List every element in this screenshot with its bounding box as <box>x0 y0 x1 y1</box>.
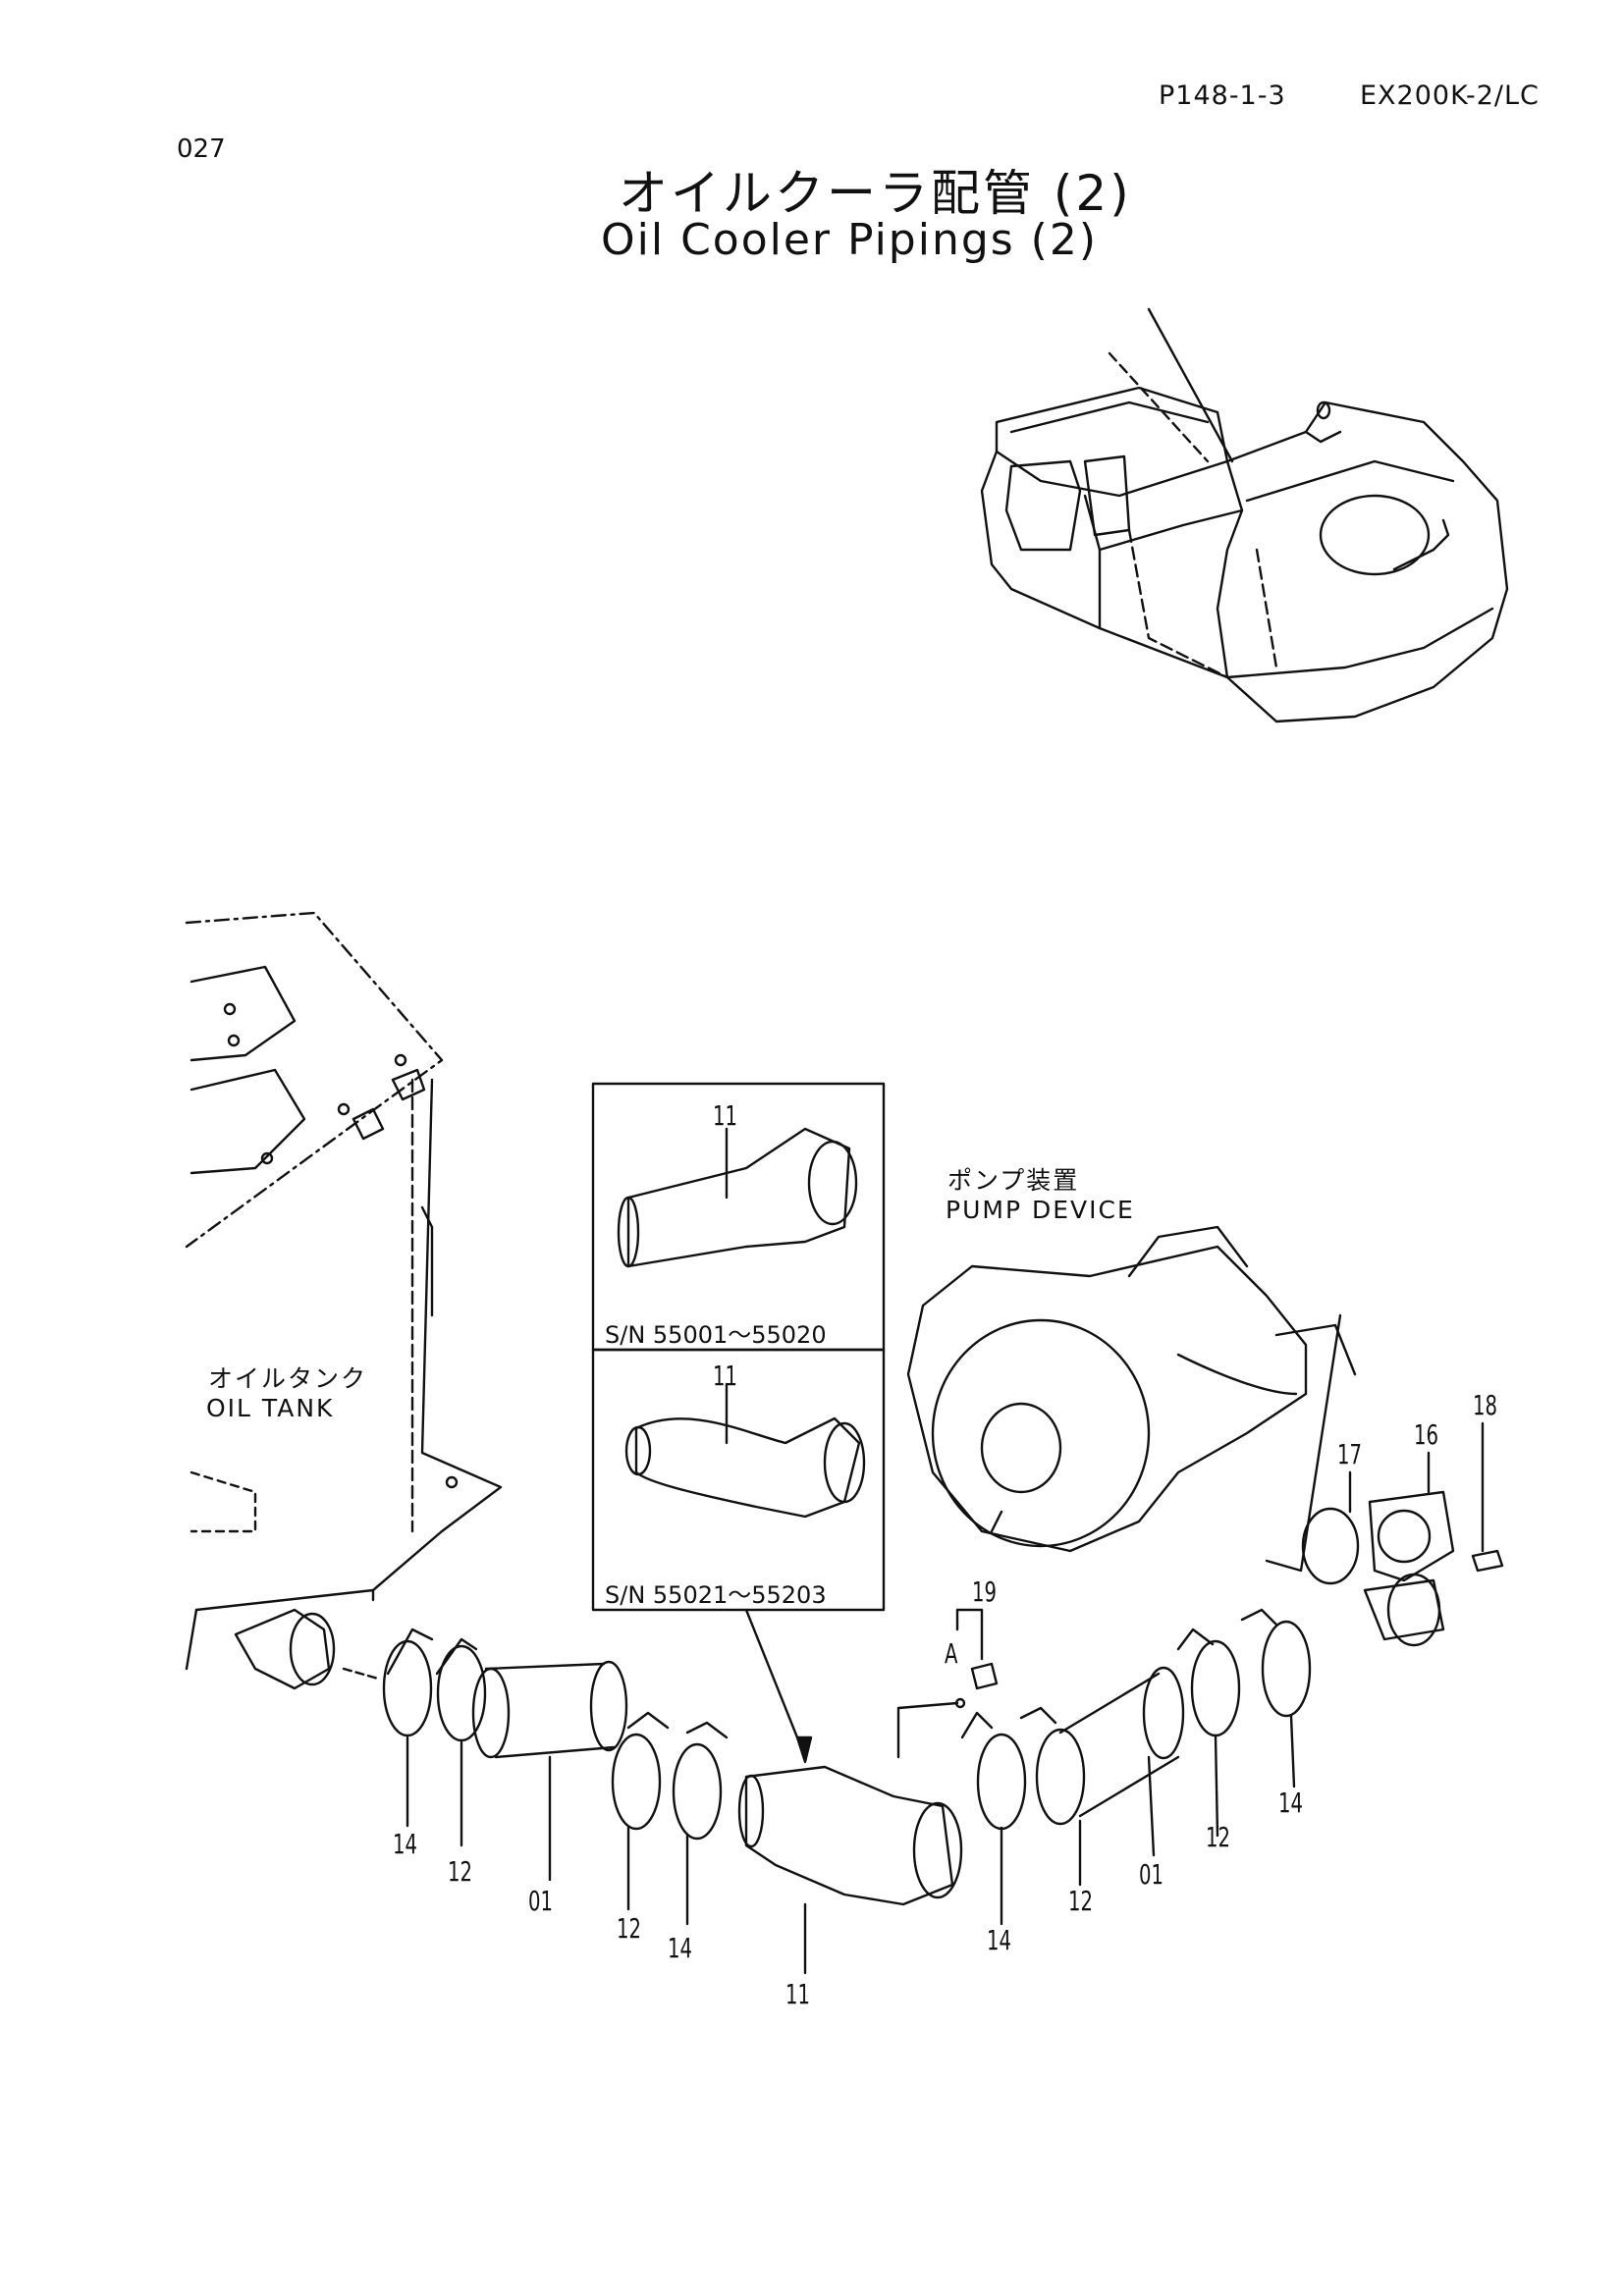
title-japanese: オイルクーラ配管 (2) <box>619 165 1132 222</box>
callout-01: 01 <box>528 1885 553 1917</box>
callout-19: 19 <box>972 1575 997 1608</box>
inset-boxes <box>591 1082 886 1612</box>
callout-17: 17 <box>1337 1438 1362 1470</box>
callout-16: 16 <box>1414 1418 1438 1451</box>
callout-12: 12 <box>1068 1885 1093 1917</box>
excavator-overview <box>980 307 1509 723</box>
callout-14: 14 <box>987 1924 1011 1956</box>
inset-2-part-number: 11 <box>713 1360 737 1392</box>
inset-1-part-number: 11 <box>713 1099 737 1132</box>
title-english: Oil Cooler Pipings (2) <box>601 215 1098 265</box>
callout-14: 14 <box>668 1932 692 1964</box>
callout-12: 12 <box>617 1912 641 1945</box>
oil-tank-label-en: OIL TANK <box>206 1394 335 1422</box>
callout-12: 12 <box>1206 1821 1230 1853</box>
page-reference: P148-1-3 <box>1159 80 1286 111</box>
oil-tank-drawing <box>185 911 503 1690</box>
hose-assembly <box>382 1421 1504 1975</box>
pump-device-drawing <box>906 1225 1357 1573</box>
callout-14: 14 <box>1278 1787 1303 1819</box>
callout-12: 12 <box>448 1855 472 1888</box>
callout-18: 18 <box>1473 1389 1497 1421</box>
callout-01: 01 <box>1139 1858 1163 1891</box>
inset-2-serial-range: S/N 55021～55203 <box>605 1581 827 1609</box>
pump-label-en: PUMP DEVICE <box>946 1196 1135 1224</box>
page-number: 027 <box>177 134 226 164</box>
model-code: EX200K-2/LC <box>1360 80 1540 111</box>
pump-label-jp: ポンプ装置 <box>947 1166 1080 1195</box>
callout-14: 14 <box>393 1828 417 1860</box>
view-marker: A <box>945 1637 958 1670</box>
oil-tank-label-jp: オイルタンク <box>208 1364 368 1393</box>
inset-1-serial-range: S/N 55001～55020 <box>605 1321 827 1349</box>
callout-11: 11 <box>785 1978 810 2010</box>
